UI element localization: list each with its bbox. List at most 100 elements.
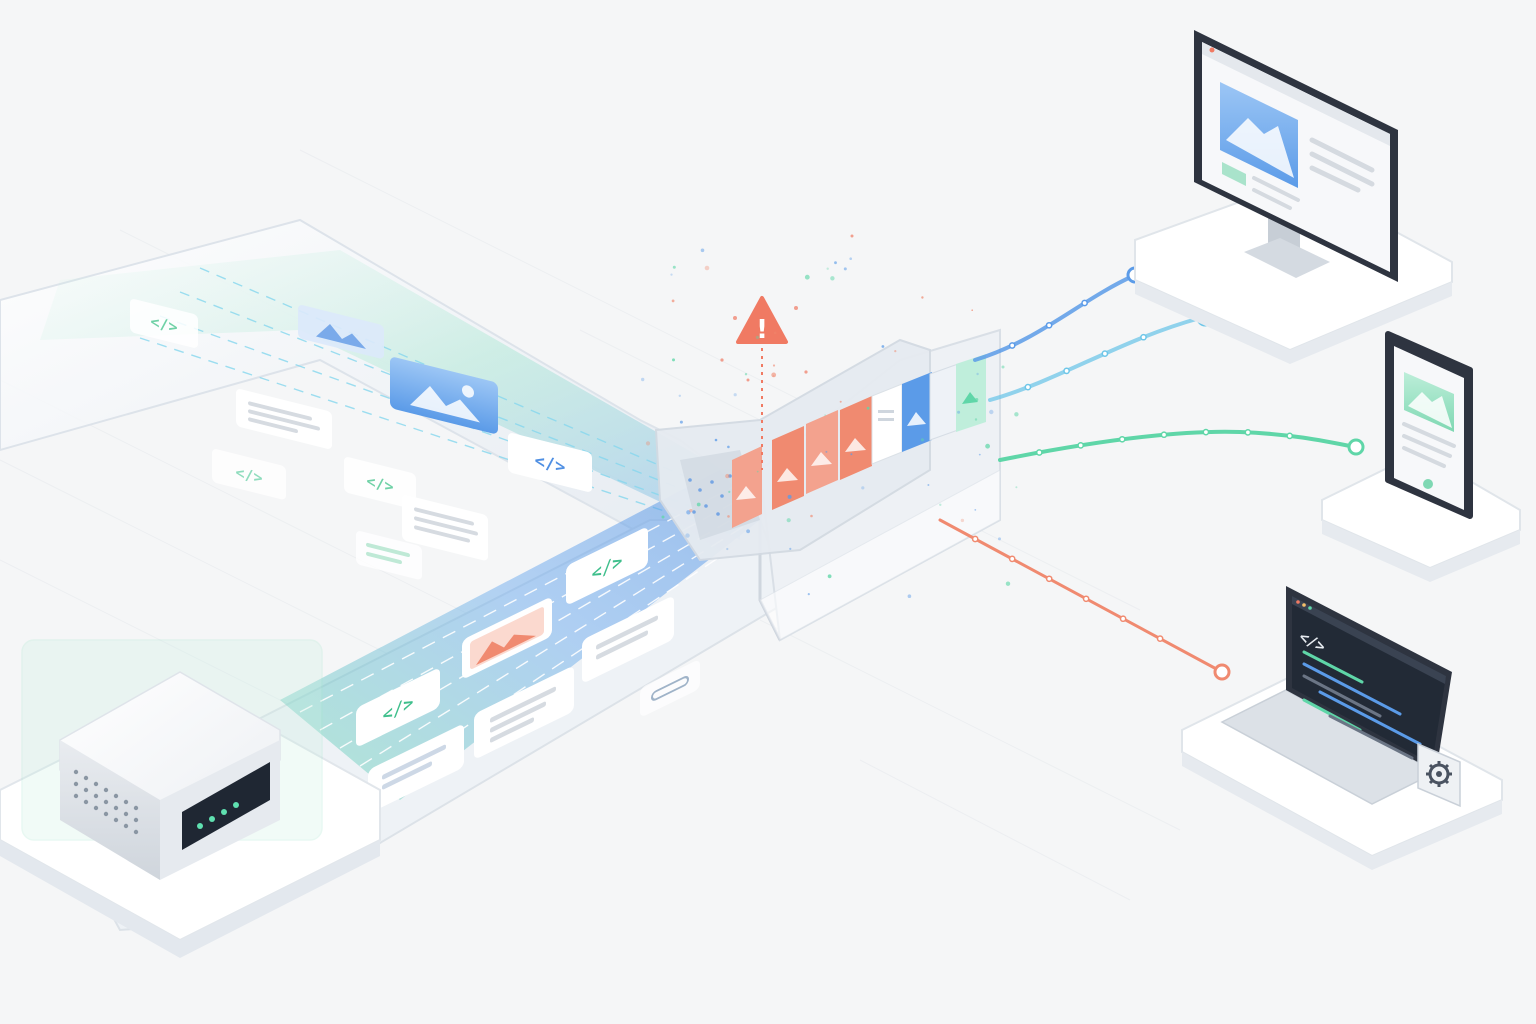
particle	[733, 393, 737, 397]
connection-bead	[1008, 555, 1016, 563]
connection-to-desktop-alt	[988, 316, 1202, 402]
connection-bead	[1082, 595, 1090, 603]
connection-bead	[1035, 449, 1043, 456]
code-card: </>	[130, 299, 198, 348]
desktop-monitor-icon	[1194, 30, 1398, 282]
connection-to-phone	[998, 429, 1357, 462]
particle	[861, 486, 865, 490]
particle	[700, 248, 705, 253]
particle	[921, 296, 924, 299]
content-cards: </> </> </> </>	[130, 299, 700, 812]
particle	[881, 345, 885, 348]
particle	[787, 494, 792, 499]
blocked-items	[732, 354, 986, 528]
particle	[985, 443, 990, 449]
warning-alert: !	[720, 234, 854, 470]
particle	[907, 594, 912, 598]
svg-text:!: !	[756, 315, 768, 345]
particle	[696, 502, 701, 507]
particle	[850, 453, 853, 456]
text-card	[368, 725, 464, 812]
particle	[920, 438, 925, 442]
particle	[830, 276, 835, 281]
particle	[641, 377, 645, 382]
image-card	[390, 357, 498, 434]
connection-to-desktop	[973, 273, 1137, 362]
text-card	[474, 667, 574, 758]
connection-bead	[971, 535, 979, 543]
particle	[927, 484, 930, 486]
smartphone-icon	[1385, 331, 1473, 519]
connection-bead	[1024, 383, 1032, 391]
particle	[727, 445, 730, 449]
passed-code-item	[956, 354, 986, 432]
particle	[827, 574, 832, 579]
text-card	[582, 597, 674, 682]
connection-bead	[1202, 428, 1210, 436]
particle	[960, 518, 965, 523]
text-card	[402, 495, 488, 561]
warning-triangle-icon: !	[736, 296, 788, 345]
laptop-device: </>	[1181, 586, 1503, 870]
particle	[843, 267, 847, 271]
particle	[1015, 486, 1018, 489]
particle	[1001, 365, 1005, 369]
particle	[746, 529, 750, 534]
blocked-image-item	[840, 396, 872, 480]
particle	[678, 394, 681, 397]
particle	[726, 547, 729, 551]
link-card	[640, 660, 700, 716]
connection-bead	[1286, 432, 1294, 440]
server-icon	[59, 671, 281, 880]
text-card	[356, 531, 422, 580]
particle	[645, 441, 651, 446]
particle	[894, 350, 897, 353]
phone-device	[1321, 331, 1521, 582]
image-card	[462, 598, 552, 678]
passed-image-item	[902, 372, 932, 452]
connection-bead	[1160, 431, 1168, 439]
blocked-image-item	[732, 446, 762, 528]
particle	[686, 510, 691, 515]
code-card: </>	[508, 433, 592, 492]
code-card: </>	[566, 528, 648, 604]
particle	[998, 537, 1001, 541]
code-card: </>	[212, 449, 286, 500]
particle	[704, 265, 710, 271]
particle	[670, 273, 673, 276]
particle	[866, 406, 870, 410]
particle	[804, 274, 810, 280]
source-server	[0, 639, 381, 958]
connection-bead	[1101, 350, 1109, 357]
particle	[957, 410, 961, 414]
particle	[849, 257, 852, 261]
connection-bead	[1008, 342, 1016, 349]
connection-bead	[1045, 575, 1053, 583]
particle	[839, 400, 842, 403]
particle	[771, 372, 777, 378]
particle	[834, 261, 837, 265]
particle	[807, 593, 810, 596]
particle	[825, 450, 828, 453]
passed-text-item	[929, 363, 959, 441]
connection-bead	[1118, 435, 1126, 443]
particle	[939, 503, 942, 506]
particle	[685, 533, 690, 538]
output-connections	[938, 266, 1365, 681]
particle	[789, 547, 792, 551]
particle	[826, 267, 829, 270]
particle	[671, 299, 675, 303]
particle	[672, 265, 676, 269]
particle	[744, 373, 748, 376]
particle	[689, 508, 693, 513]
connection-bead	[1045, 321, 1053, 329]
connection-bead	[1156, 635, 1164, 642]
particle	[672, 358, 675, 362]
passed-text-item	[871, 383, 903, 465]
blocked-image-item	[772, 426, 804, 510]
particle	[661, 515, 665, 519]
settings-panel	[1417, 742, 1461, 808]
particle	[728, 490, 731, 493]
connection-bead	[1119, 615, 1127, 623]
